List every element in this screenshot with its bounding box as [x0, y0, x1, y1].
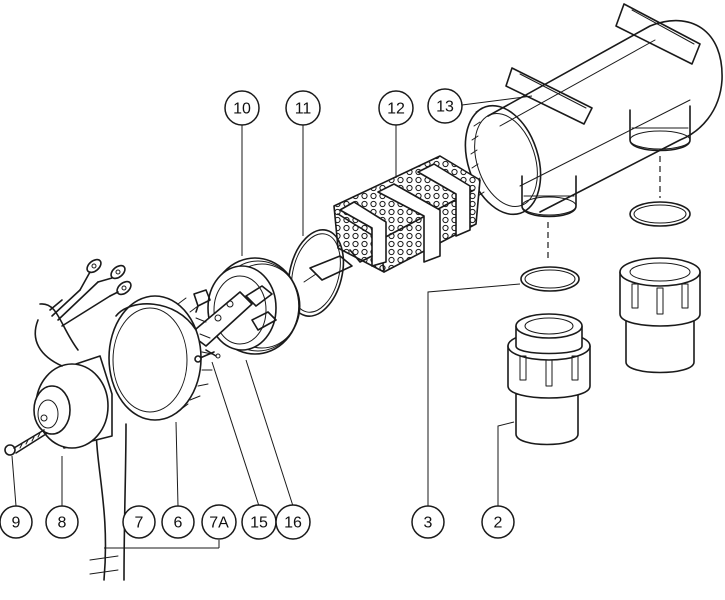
callout-7a-label: 7A — [209, 515, 229, 532]
callout-12-label: 12 — [387, 101, 405, 118]
callout-8: 8 — [45, 505, 79, 539]
seal-ring — [287, 229, 345, 317]
union-fitting-right — [619, 257, 701, 374]
callout-15-label: 15 — [250, 515, 268, 532]
callout-12: 12 — [378, 90, 414, 126]
callout-16-label: 16 — [284, 515, 302, 532]
chamber-body — [464, 3, 723, 218]
o-ring-left — [520, 266, 580, 292]
o-ring-right — [629, 201, 691, 227]
callout-10-label: 10 — [233, 101, 251, 118]
callout-7-label: 7 — [135, 515, 144, 532]
callout-9: 9 — [0, 505, 33, 539]
callout-13: 13 — [427, 88, 463, 124]
callout-8-label: 8 — [58, 515, 67, 532]
callout-10: 10 — [224, 90, 260, 126]
leader-lines — [11, 95, 533, 549]
callout-16: 16 — [275, 504, 311, 540]
small-screw — [194, 351, 215, 363]
power-cable — [34, 258, 132, 367]
callout-9-label: 9 — [12, 515, 21, 532]
callout-6: 6 — [161, 505, 195, 539]
electrode-cell — [303, 155, 481, 283]
callout-15: 15 — [241, 504, 277, 540]
callout-3-label: 3 — [424, 515, 433, 532]
callout-6-label: 6 — [174, 515, 183, 532]
union-fitting-left — [507, 313, 591, 446]
callout-11-label: 11 — [295, 101, 312, 118]
screw — [4, 429, 47, 456]
callout-2-label: 2 — [494, 515, 503, 532]
cable-gland — [33, 355, 127, 581]
callout-11: 11 — [285, 90, 321, 126]
callout-2: 2 — [481, 505, 515, 539]
callout-13-label: 13 — [436, 99, 454, 116]
electrode-head — [189, 257, 301, 359]
callout-7: 7 — [122, 505, 156, 539]
callout-3: 3 — [411, 505, 445, 539]
callout-7a: 7A — [201, 504, 237, 540]
